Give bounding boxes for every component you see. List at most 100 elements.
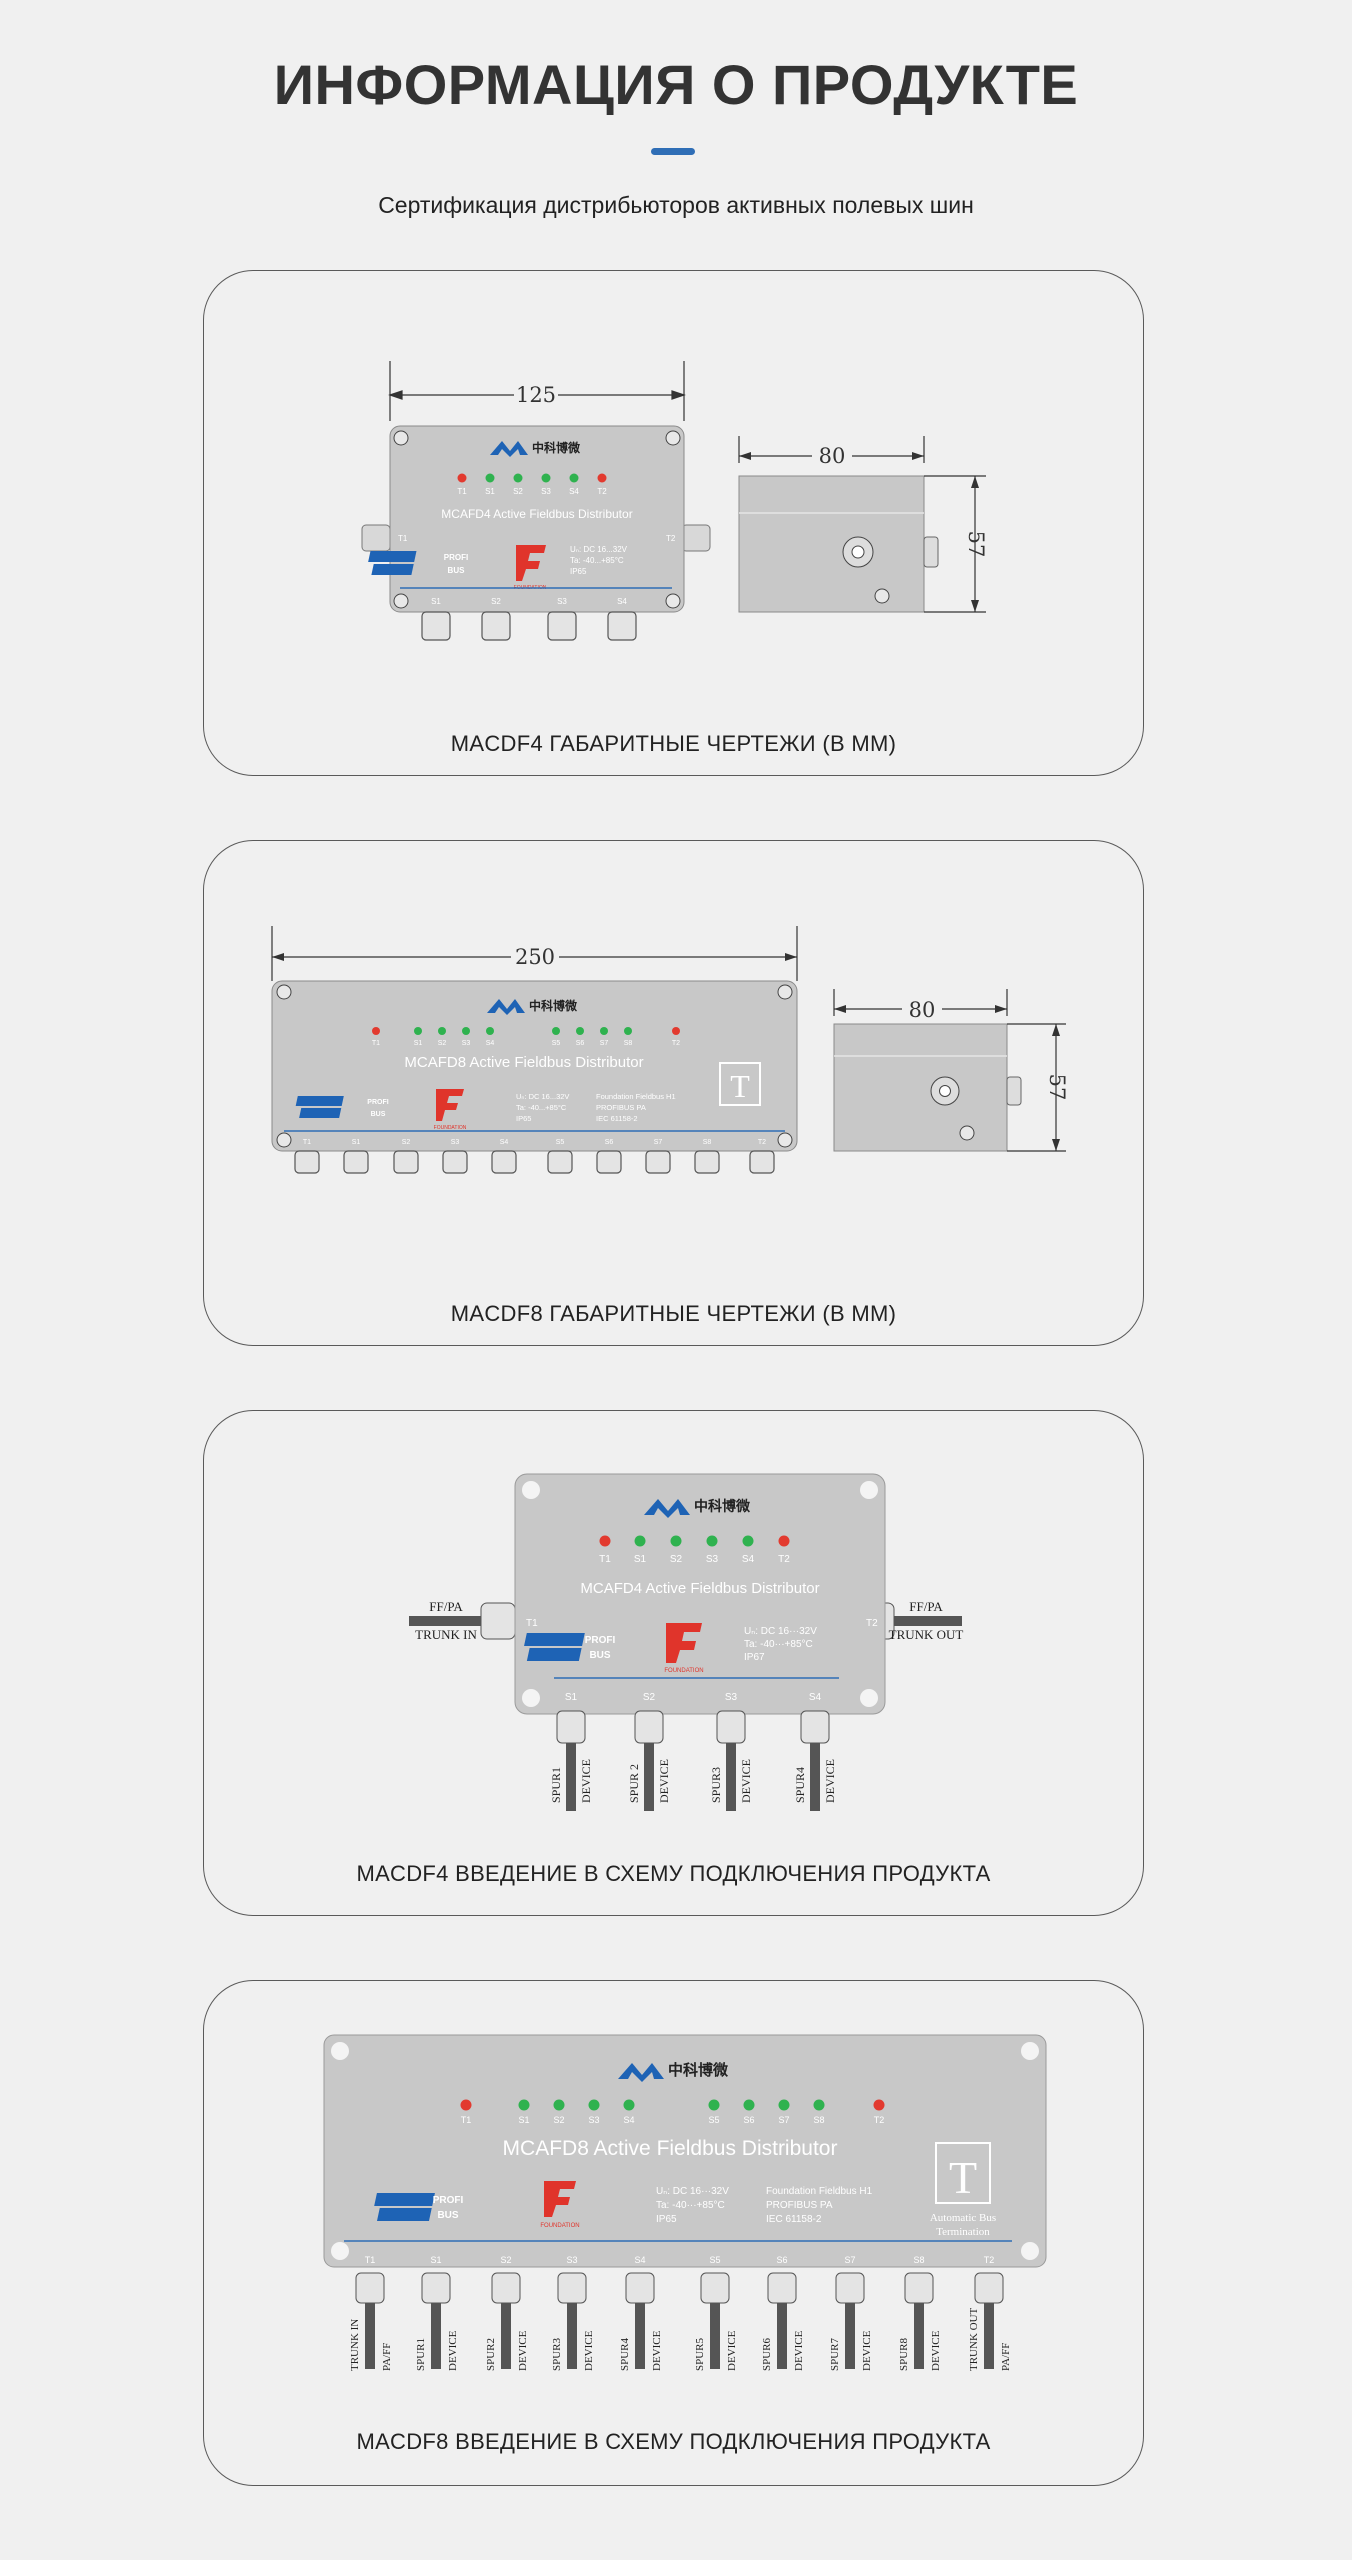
svg-text:T1: T1 — [372, 1040, 380, 1047]
svg-text:S1: S1 — [352, 1139, 361, 1146]
svg-text:S3: S3 — [706, 1554, 719, 1565]
svg-text:S3: S3 — [451, 1139, 460, 1146]
microcyber-logo: 中科博微 — [487, 998, 578, 1015]
spec-text: Uₙ: DC 16...32V Ta: -40...+85°C IP65 Fou… — [516, 1092, 676, 1123]
svg-text:S2: S2 — [513, 487, 523, 496]
svg-text:中科博微: 中科博微 — [529, 998, 578, 1013]
svg-text:S4: S4 — [500, 1139, 509, 1146]
svg-text:T: T — [730, 1068, 750, 1104]
svg-text:Ta: -40...+85°C: Ta: -40...+85°C — [516, 1103, 567, 1112]
led-row: T1 S1 S2 S3 S4 T2 — [599, 1535, 790, 1565]
led-row: T1 S1 S2 S3 S4 S5 S6 S7 S8 T2 — [372, 1027, 680, 1047]
svg-text:SPUR6: SPUR6 — [761, 2337, 773, 2371]
svg-text:BUS: BUS — [437, 2210, 458, 2221]
svg-text:T2: T2 — [866, 1618, 878, 1629]
device-body — [323, 2034, 1047, 2268]
svg-text:Uₙ: DC 16...32V: Uₙ: DC 16...32V — [516, 1092, 569, 1101]
svg-text:PA/FF: PA/FF — [1000, 2343, 1012, 2371]
card-caption: MACDF8 ВВЕДЕНИЕ В СХЕМУ ПОДКЛЮЧЕНИЯ ПРОД… — [356, 2429, 991, 2454]
svg-text:中科博微: 中科博微 — [532, 440, 581, 455]
svg-text:FOUNDATION: FOUNDATION — [664, 1668, 703, 1674]
svg-text:FF/PA: FF/PA — [429, 1599, 463, 1614]
foundation-logo: FOUNDATION — [540, 2181, 580, 2229]
side-view: 80 57 — [738, 436, 988, 613]
svg-text:57: 57 — [1045, 1074, 1069, 1101]
svg-text:BUS: BUS — [371, 1111, 386, 1118]
svg-text:S5: S5 — [708, 2115, 719, 2125]
svg-text:S8: S8 — [913, 2255, 924, 2265]
svg-text:S5: S5 — [709, 2255, 720, 2265]
card-caption: MACDF4 ГАБАРИТНЫЕ ЧЕРТЕЖИ (В ММ) — [450, 731, 897, 756]
port-labels: S1 S2 S3 S4 — [565, 1692, 822, 1703]
svg-text:S4: S4 — [809, 1692, 822, 1703]
svg-text:SPUR1: SPUR1 — [549, 1767, 563, 1803]
side-view: 80 57 — [833, 989, 1069, 1152]
spur-cables — [556, 1710, 830, 1811]
card-macdf8-dimensions: 250 中科博微 T1 S1 — [203, 840, 1144, 1346]
svg-text:S7: S7 — [654, 1139, 663, 1146]
trunk-labels: FF/PA TRUNK IN FF/PA TRUNK OUT — [415, 1599, 963, 1642]
svg-text:S1: S1 — [565, 1692, 578, 1703]
device-name-label: MCAFD4 Active Fieldbus Distributor — [580, 1580, 819, 1597]
svg-text:TRUNK OUT: TRUNK OUT — [889, 1627, 964, 1642]
svg-text:Foundation Fieldbus H1: Foundation Fieldbus H1 — [766, 2186, 873, 2197]
device-body — [389, 425, 685, 613]
terminator-icon: T — [719, 1062, 761, 1106]
svg-text:SPUR2: SPUR2 — [485, 2338, 497, 2371]
page-subtitle: Сертификация дистрибьюторов активных пол… — [378, 192, 974, 218]
svg-text:BUS: BUS — [448, 566, 466, 575]
svg-text:PROFI: PROFI — [444, 553, 468, 562]
svg-text:T2: T2 — [874, 2115, 885, 2125]
svg-text:FOUNDATION: FOUNDATION — [434, 1125, 467, 1131]
profibus-logo: PROFI BUS — [374, 2193, 463, 2221]
svg-text:S1: S1 — [430, 2255, 441, 2265]
svg-text:DEVICE: DEVICE — [793, 2330, 805, 2371]
bottom-glands — [421, 611, 637, 641]
cables — [355, 2272, 1004, 2304]
svg-text:T2: T2 — [758, 1139, 766, 1146]
svg-text:DEVICE: DEVICE — [726, 2330, 738, 2371]
terminator-icon: T Automatic Bus Termination — [930, 2142, 996, 2238]
svg-text:T1: T1 — [398, 534, 408, 543]
port-labels: T1 S1 S2 S3 S4 S5 S6 S7 S8 T2 — [365, 2255, 995, 2265]
svg-text:SPUR3: SPUR3 — [709, 1767, 723, 1803]
svg-text:S2: S2 — [670, 1554, 683, 1565]
dim-width-label: 250 — [515, 945, 555, 969]
svg-text:S1: S1 — [431, 597, 441, 606]
cable-labels: TRUNK IN PA/FF SPUR1 DEVICE SPUR2 DEVICE… — [349, 2307, 1012, 2371]
svg-text:S3: S3 — [541, 487, 551, 496]
svg-text:S8: S8 — [813, 2115, 824, 2125]
bottom-glands — [294, 1150, 775, 1174]
svg-text:S4: S4 — [617, 597, 627, 606]
svg-text:S6: S6 — [743, 2115, 754, 2125]
profibus-logo: PROFI BUS — [368, 551, 468, 575]
svg-text:SPUR7: SPUR7 — [829, 2337, 841, 2371]
svg-text:IP65: IP65 — [516, 1114, 531, 1123]
card-macdf4-wiring: FF/PA TRUNK IN FF/PA TRUNK OUT 中科博微 — [203, 1410, 1144, 1916]
device-name-label: MCAFD4 Active Fieldbus Distributor — [441, 507, 632, 521]
spec-text: Uₙ: DC 16···32V Ta: -40···+85°C IP65 Fou… — [656, 2186, 873, 2225]
svg-text:S8: S8 — [703, 1139, 712, 1146]
svg-text:S3: S3 — [588, 2115, 599, 2125]
svg-text:PROFIBUS PA: PROFIBUS PA — [766, 2200, 833, 2211]
svg-text:S2: S2 — [643, 1692, 656, 1703]
card-caption: MACDF8 ГАБАРИТНЫЕ ЧЕРТЕЖИ (В ММ) — [450, 1301, 897, 1326]
svg-text:TRUNK IN: TRUNK IN — [415, 1627, 477, 1642]
svg-text:S3: S3 — [462, 1040, 471, 1047]
svg-text:T2: T2 — [778, 1554, 790, 1565]
svg-text:DEVICE: DEVICE — [583, 2330, 595, 2371]
svg-text:S4: S4 — [623, 2115, 634, 2125]
svg-text:PROFIBUS PA: PROFIBUS PA — [596, 1103, 646, 1112]
svg-text:T2: T2 — [666, 534, 676, 543]
spec-text: Uₙ: DC 16···32V Ta: -40···+85°C IP67 — [744, 1626, 817, 1663]
svg-text:T1: T1 — [461, 2115, 472, 2125]
svg-text:S2: S2 — [491, 597, 501, 606]
svg-text:S6: S6 — [576, 1040, 585, 1047]
svg-text:IP65: IP65 — [570, 567, 587, 576]
svg-text:DEVICE: DEVICE — [861, 2330, 873, 2371]
svg-text:PROFI: PROFI — [585, 1635, 616, 1646]
svg-text:IP67: IP67 — [744, 1652, 765, 1663]
svg-text:FOUNDATION: FOUNDATION — [540, 2223, 579, 2229]
svg-text:中科博微: 中科博微 — [668, 2061, 729, 2079]
